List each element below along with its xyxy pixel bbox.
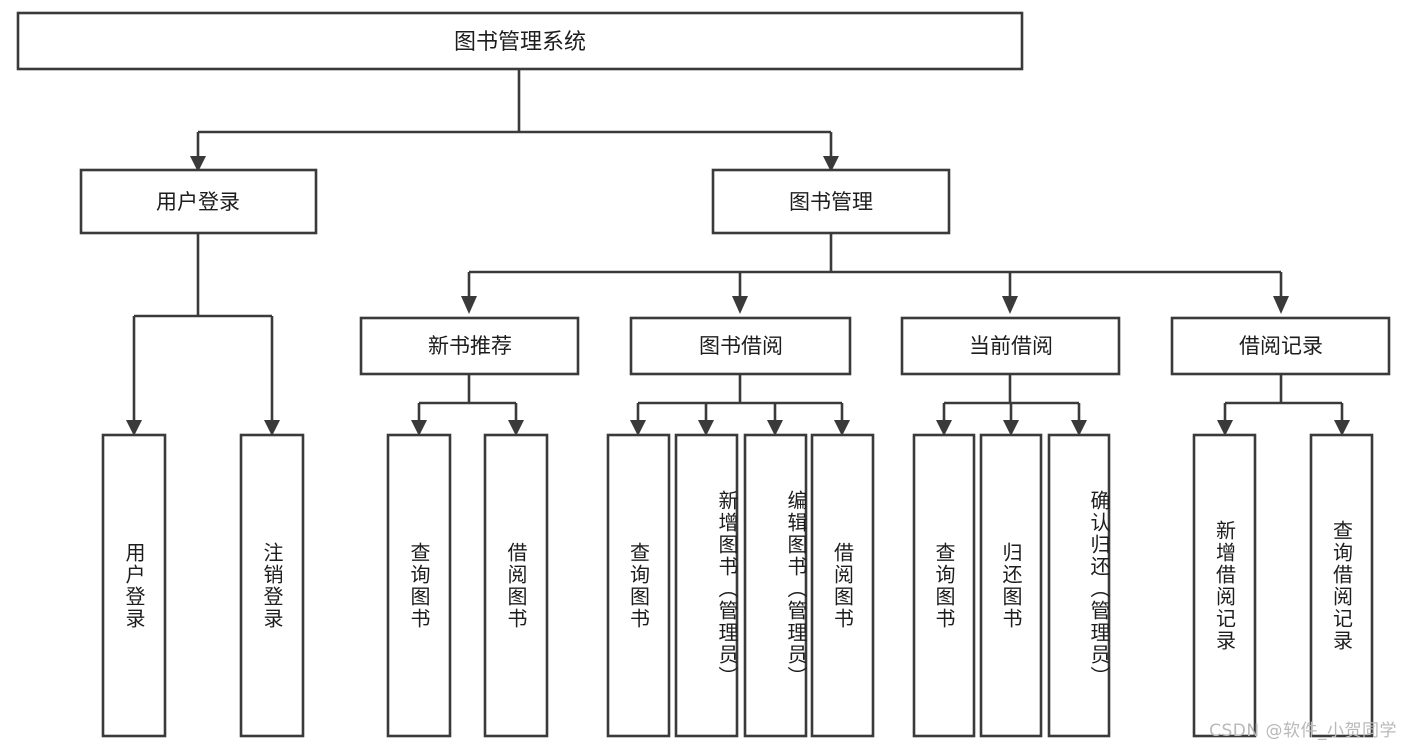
leaf-new-book-2[interactable] (483, 433, 549, 738)
node-new-book-recommend-label: 新书推荐 (428, 334, 512, 358)
arrow-head-book-borrow-leaf-2 (698, 420, 714, 436)
arrow-head-current-borrow-leaf-1 (936, 420, 952, 436)
arrow-head-borrow-record-leaf-2 (1334, 420, 1350, 436)
arrow-head-new-book-leaf-1 (411, 420, 427, 436)
arrow-head-borrow-record (1273, 296, 1289, 314)
arrow-head-user-login (190, 156, 206, 172)
arrow-head-current-borrow (1002, 296, 1018, 314)
leaf-current-borrow-2[interactable] (979, 433, 1043, 738)
leaf-user-login-2[interactable] (239, 433, 305, 738)
node-root[interactable] (16, 11, 1024, 71)
leaf-borrow-record-1[interactable] (1192, 433, 1257, 738)
leaf-current-borrow-1[interactable] (912, 433, 976, 738)
leaf-new-book-1[interactable] (386, 433, 452, 738)
node-user-login[interactable] (79, 168, 318, 235)
node-user-login-label: 用户登录 (156, 190, 240, 214)
arrow-head-user-login-leaf-2 (264, 420, 280, 436)
arrow-head-book-borrow-leaf-1 (630, 420, 646, 436)
node-current-borrow[interactable] (900, 316, 1121, 376)
arrow-head-book-manage (823, 156, 839, 172)
leaf-user-login-1[interactable] (101, 433, 167, 738)
arrow-head-user-login-leaf-1 (126, 420, 142, 436)
leaf-book-borrow-2[interactable] (674, 433, 739, 738)
leaf-book-borrow-3[interactable] (743, 433, 808, 738)
arrow-head-new-book-leaf-2 (508, 420, 524, 436)
csdn-watermark: CSDN @软件_小贺同学 (1209, 721, 1397, 741)
arrow-head-new-book (461, 296, 477, 314)
leaf-book-borrow-4[interactable] (810, 433, 875, 738)
arrow-head-current-borrow-leaf-3 (1071, 420, 1087, 436)
node-borrow-record-label: 借阅记录 (1239, 334, 1323, 358)
node-book-borrow[interactable] (629, 316, 852, 376)
arrow-head-book-borrow-leaf-4 (834, 420, 850, 436)
arrow-head-current-borrow-leaf-2 (1003, 420, 1019, 436)
arrow-head-borrow-record-leaf-1 (1217, 420, 1233, 436)
node-root-label: 图书管理系统 (454, 30, 586, 55)
leaf-book-borrow-1[interactable] (606, 433, 671, 738)
node-layer: 图书管理系统 用户登录 图书管理 新书推荐 图书借阅 当前借阅 借阅记录 (16, 11, 1391, 738)
node-current-borrow-label: 当前借阅 (969, 334, 1053, 358)
node-borrow-record[interactable] (1170, 316, 1391, 376)
leaf-current-borrow-3[interactable] (1047, 433, 1111, 738)
node-new-book-recommend[interactable] (359, 316, 580, 376)
arrow-head-book-borrow-leaf-3 (767, 420, 783, 436)
node-book-borrow-label: 图书借阅 (699, 334, 783, 358)
connector-layer (126, 69, 1350, 436)
node-book-manage[interactable] (711, 168, 951, 235)
node-book-manage-label: 图书管理 (789, 190, 873, 214)
leaf-borrow-record-2[interactable] (1309, 433, 1374, 738)
arrow-head-book-borrow (732, 296, 748, 314)
